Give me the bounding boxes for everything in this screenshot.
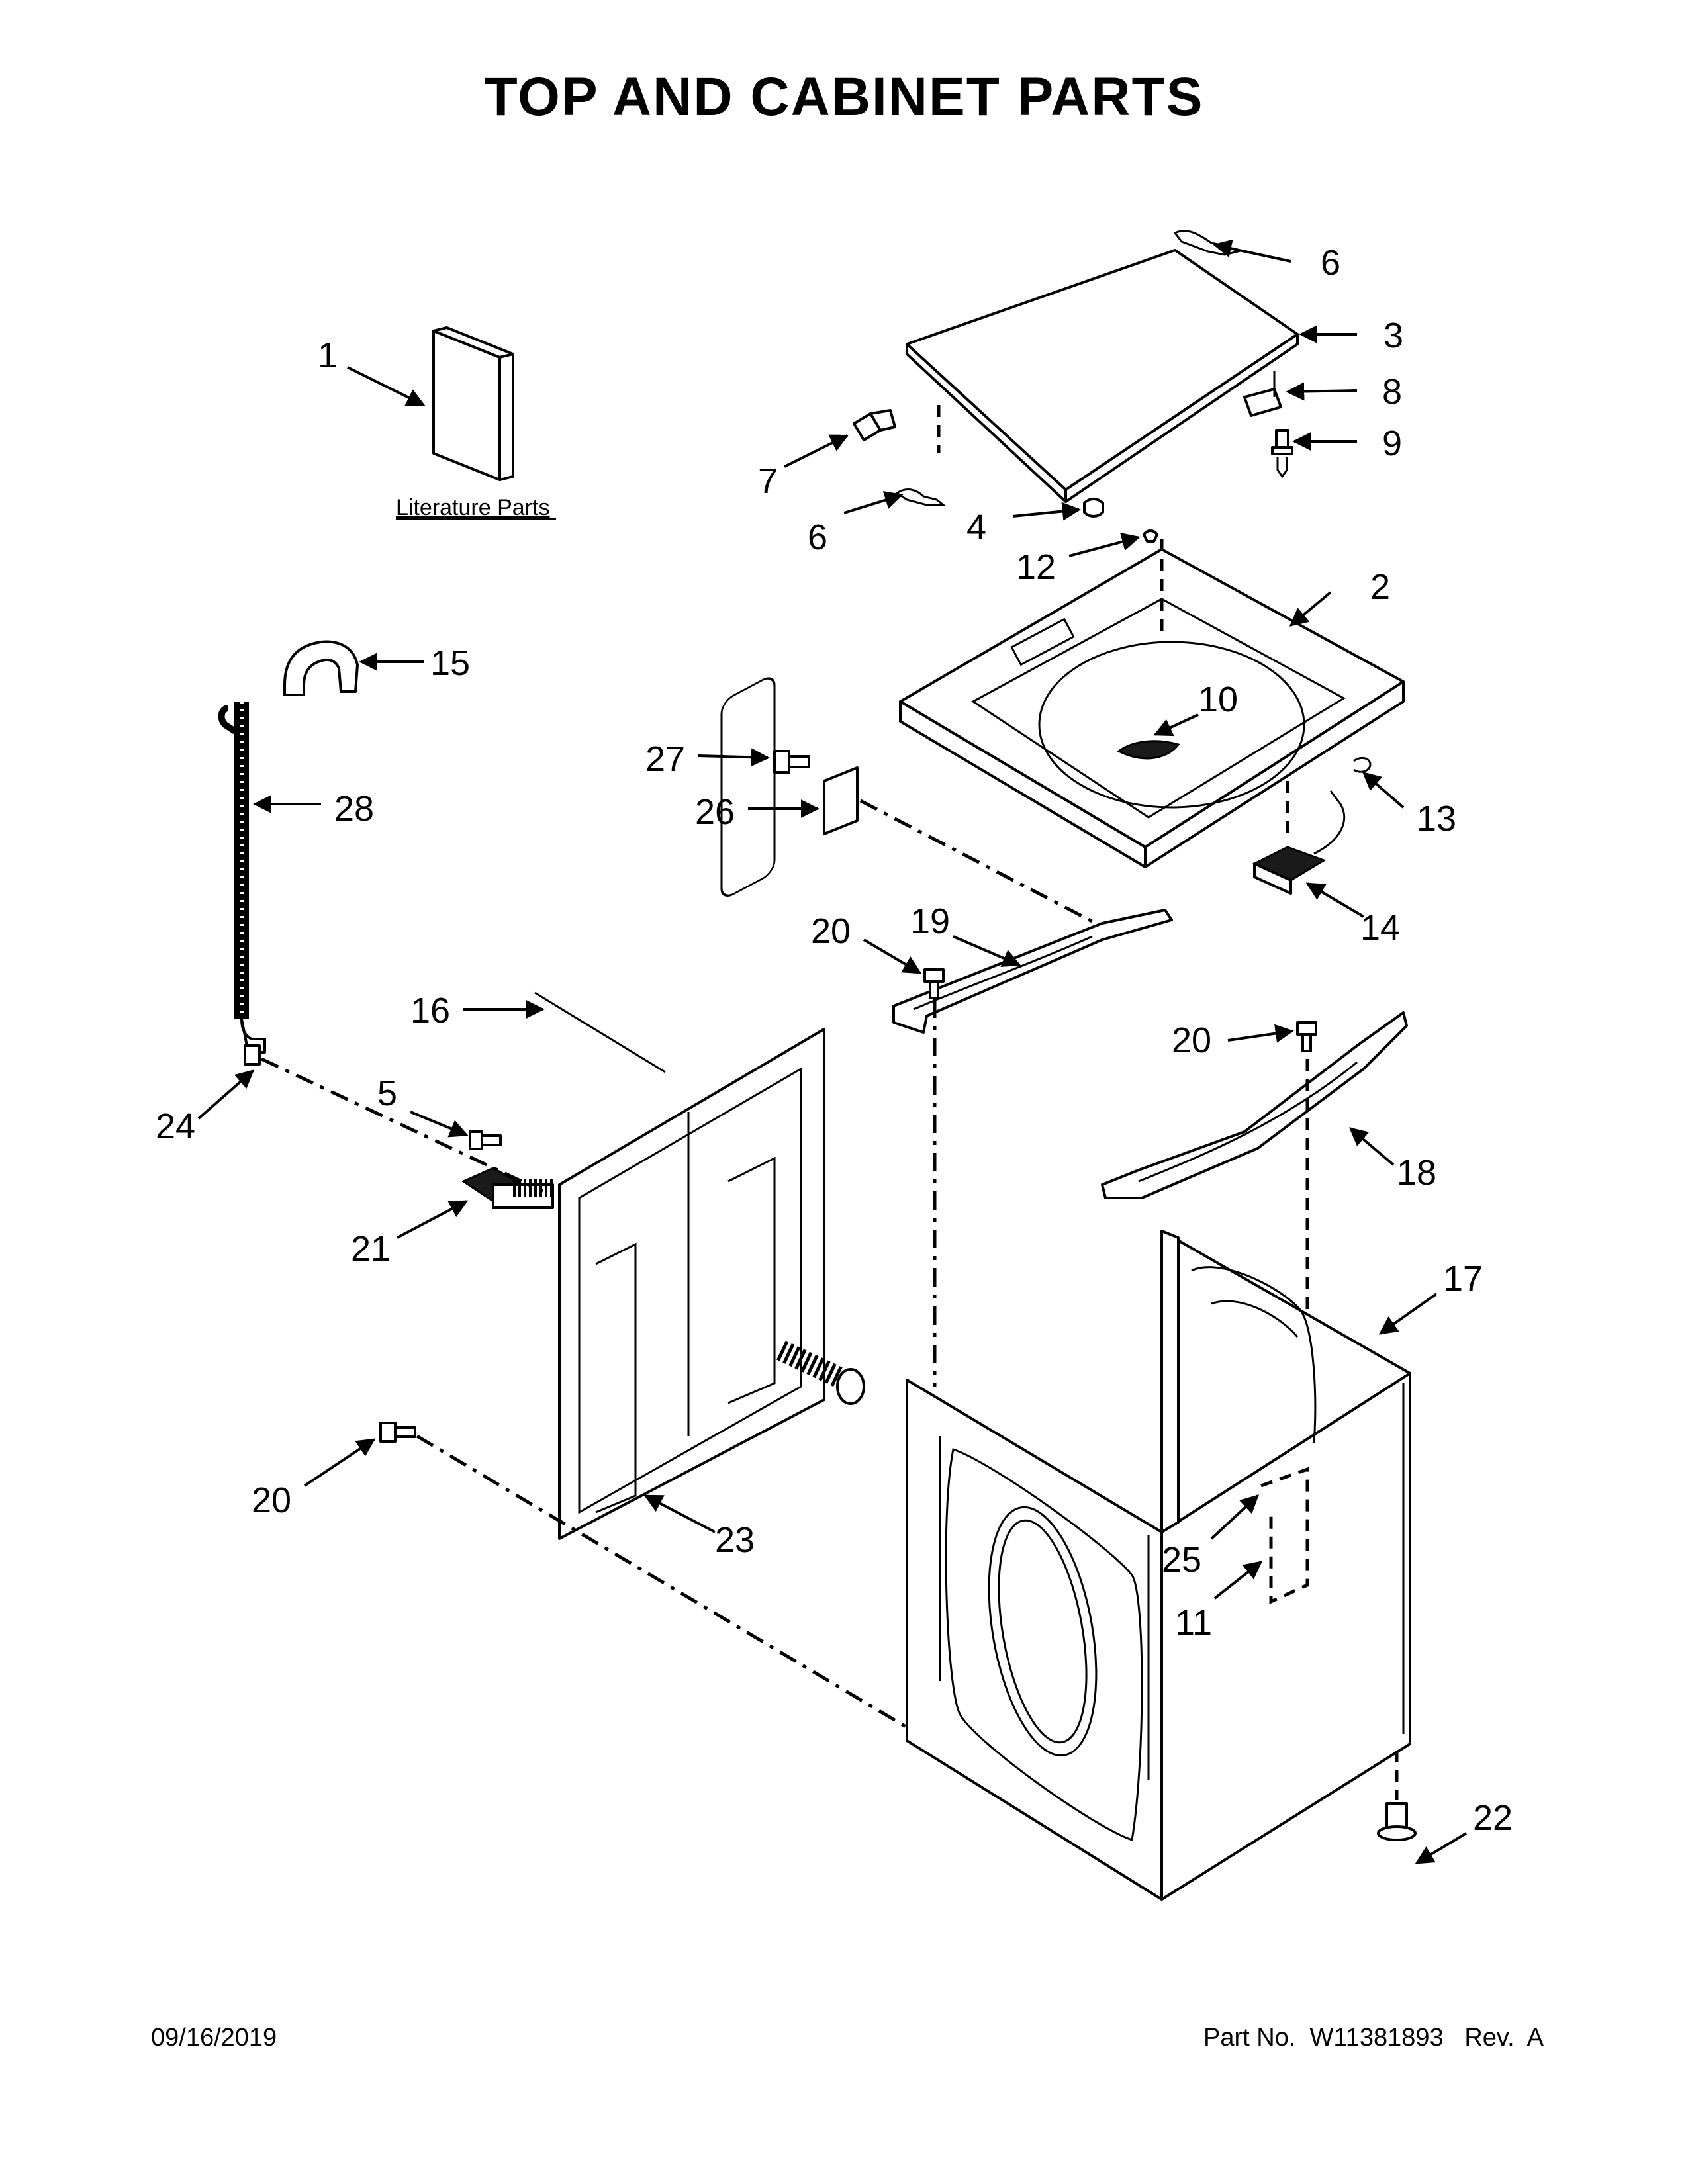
callout-11: 11 bbox=[1175, 1603, 1212, 1643]
bracket-26 bbox=[823, 766, 859, 835]
callout-14: 14 bbox=[1360, 908, 1400, 948]
callout-20-lower: 20 bbox=[252, 1480, 291, 1520]
callout-19: 19 bbox=[910, 901, 950, 941]
lid-hinge-bottom bbox=[895, 488, 947, 506]
callout-21: 21 bbox=[351, 1229, 391, 1269]
callout-16: 16 bbox=[410, 991, 450, 1030]
drain-hose-28 bbox=[218, 702, 266, 1054]
rod-16 bbox=[534, 991, 666, 1073]
lid-switch-assembly bbox=[1252, 790, 1346, 895]
screw-5 bbox=[469, 1130, 502, 1150]
lid bbox=[906, 249, 1299, 503]
screw-7 bbox=[853, 409, 896, 441]
literature-parts-label: Literature Parts bbox=[396, 495, 549, 520]
clip-13 bbox=[1353, 756, 1372, 773]
rear-panel-23 bbox=[558, 677, 825, 1540]
callout-24: 24 bbox=[156, 1107, 195, 1146]
cabinet-17 bbox=[906, 1230, 1411, 1901]
callout-23: 23 bbox=[715, 1520, 755, 1560]
lid-hinge-top bbox=[1173, 230, 1241, 256]
callout-6-bottom: 6 bbox=[808, 518, 827, 557]
fitting-24 bbox=[244, 1044, 261, 1066]
screw-20a bbox=[923, 968, 945, 999]
callout-18: 18 bbox=[1397, 1153, 1436, 1193]
callout-25: 25 bbox=[1162, 1540, 1201, 1580]
screw-20b bbox=[1296, 1021, 1317, 1052]
lid-switch bbox=[1243, 371, 1282, 417]
callout-28: 28 bbox=[334, 789, 374, 829]
callout-12: 12 bbox=[1016, 547, 1056, 587]
callout-20-right: 20 bbox=[1172, 1021, 1211, 1060]
callout-2: 2 bbox=[1370, 567, 1390, 607]
callout-17: 17 bbox=[1443, 1259, 1483, 1298]
screw-20c bbox=[379, 1422, 416, 1443]
callout-27: 27 bbox=[645, 739, 685, 779]
footer-date: 09/16/2019 bbox=[151, 2024, 277, 2052]
callout-20-top: 20 bbox=[811, 911, 851, 951]
callout-4: 4 bbox=[966, 508, 986, 547]
right-brace-18 bbox=[1101, 1011, 1408, 1199]
callout-3: 3 bbox=[1383, 316, 1403, 355]
callout-6-top: 6 bbox=[1321, 243, 1340, 283]
left-brace-19 bbox=[892, 909, 1173, 1034]
screw-9 bbox=[1271, 429, 1293, 478]
callout-7: 7 bbox=[758, 461, 778, 501]
screw-12 bbox=[1143, 529, 1158, 543]
bumper-4 bbox=[1083, 498, 1104, 518]
footer-part-number: Part No. W11381893 Rev. A bbox=[1203, 2024, 1544, 2052]
top-panel bbox=[899, 539, 1405, 868]
literature-parts-booklet: Literature Parts bbox=[396, 326, 556, 520]
callout-15: 15 bbox=[430, 643, 470, 683]
callout-8: 8 bbox=[1382, 372, 1402, 412]
dispenser-10 bbox=[1117, 740, 1180, 760]
screw-27 bbox=[773, 750, 810, 774]
callout-22: 22 bbox=[1473, 1798, 1513, 1838]
hose-elbow-15 bbox=[283, 640, 359, 696]
callout-10: 10 bbox=[1198, 680, 1238, 719]
callout-26: 26 bbox=[695, 792, 735, 832]
callout-5: 5 bbox=[377, 1073, 397, 1113]
callout-13: 13 bbox=[1417, 799, 1456, 839]
rear-hose bbox=[776, 1340, 865, 1405]
leveling-foot-22 bbox=[1377, 1802, 1417, 1841]
page-title: TOP AND CABINET PARTS bbox=[484, 67, 1204, 127]
callout-1: 1 bbox=[318, 336, 338, 375]
callout-9: 9 bbox=[1382, 424, 1402, 463]
